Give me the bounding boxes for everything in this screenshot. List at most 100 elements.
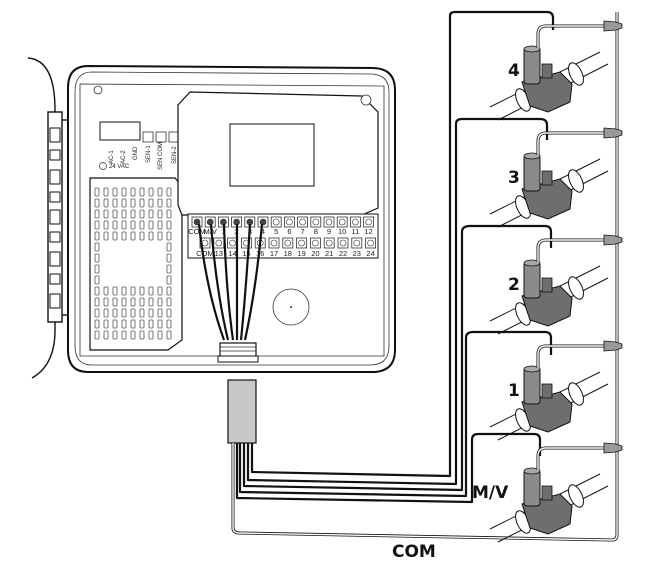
vent-slot	[121, 198, 127, 208]
vent-slot	[94, 297, 100, 307]
vent-slot	[139, 297, 145, 307]
vent-slot	[94, 330, 100, 340]
power-label: 24 VAC	[109, 164, 130, 170]
valve-label: 3	[508, 168, 520, 188]
valve-label: 1	[508, 381, 520, 401]
valves: 4 3 2 1M/V	[472, 20, 623, 543]
valve-label: 4	[508, 61, 520, 81]
vent-slot	[94, 231, 100, 241]
vent-slot	[166, 264, 172, 274]
vent-slot	[130, 319, 136, 329]
valve-3: 3	[489, 127, 623, 228]
vent-slot	[112, 198, 118, 208]
vent-slot	[166, 275, 172, 285]
terminal-label-top: 5	[274, 227, 278, 236]
terminal-label-bottom: 21	[325, 249, 333, 258]
vent-slot	[112, 209, 118, 219]
vent-slot	[157, 297, 163, 307]
vent-slot	[130, 308, 136, 318]
conduit-fitting	[217, 342, 259, 363]
terminal-label-bottom: 14	[228, 249, 236, 258]
terminal-label-bottom: 18	[284, 249, 292, 258]
vent-slot	[94, 319, 100, 329]
valve-2: 2	[489, 234, 623, 335]
com-label: COM	[392, 542, 436, 562]
vent-slot	[94, 308, 100, 318]
wire-station-4	[250, 10, 555, 478]
vent-slot	[166, 242, 172, 252]
vent-slot	[157, 319, 163, 329]
vent-slot	[139, 220, 145, 230]
vent-slot	[166, 330, 172, 340]
field-wires	[231, 10, 619, 542]
vent-slot	[103, 297, 109, 307]
vent-slot	[94, 253, 100, 263]
timer-module	[177, 91, 379, 216]
sensor-label-sencom: SEN COM	[158, 142, 164, 170]
vent-slot	[130, 231, 136, 241]
vent-slot	[139, 330, 145, 340]
terminal-label-top: 11	[352, 227, 360, 236]
valve-mv: M/V	[472, 442, 623, 543]
terminal-label-bottom: 13	[215, 249, 223, 258]
vent-slot	[112, 330, 118, 340]
vent-slot	[121, 209, 127, 219]
vent-slot	[112, 297, 118, 307]
terminal-label-bottom: 23	[353, 249, 361, 258]
solenoid	[523, 47, 541, 85]
vent-slot	[139, 319, 145, 329]
vent-slot	[166, 286, 172, 296]
vent-slot	[166, 231, 172, 241]
vent-slot	[103, 319, 109, 329]
terminal-label-bottom: 24	[366, 249, 374, 258]
vent-slot	[148, 297, 154, 307]
vent-slot	[94, 242, 100, 252]
vent-slot	[130, 187, 136, 197]
valve-1: 1	[489, 340, 623, 441]
vent-slot	[139, 187, 145, 197]
valve-label: 2	[508, 275, 520, 295]
terminal-label-top: 4	[261, 227, 265, 236]
sensor-label-ac2: AC-2	[121, 150, 127, 164]
vent-slot	[130, 297, 136, 307]
wire-nut-icon	[603, 340, 623, 352]
display-window	[229, 123, 315, 187]
vent-slot	[112, 231, 118, 241]
vent-slot	[148, 330, 154, 340]
vent-slot	[112, 187, 118, 197]
sensor-label-sen2: SEN-2	[172, 146, 178, 164]
vent-slot	[103, 286, 109, 296]
vent-slot	[130, 330, 136, 340]
vent-slot	[157, 231, 163, 241]
vent-slot	[157, 209, 163, 219]
internal-wires	[197, 223, 264, 341]
sensor-label-sen1: SEN-1	[146, 145, 152, 163]
vent-slot	[121, 187, 127, 197]
vent-slot	[148, 231, 154, 241]
vent-slot	[103, 231, 109, 241]
terminal-label-top: COM	[188, 227, 206, 236]
door-hinges	[49, 127, 61, 309]
wire-nut-icon	[603, 234, 623, 246]
terminal-label-top: M/V	[204, 227, 217, 236]
sensor-terminal-block: AC-1 AC-2 GND SEN-1 SEN COM SEN-2 24 VAC	[99, 121, 180, 170]
vent-slot	[103, 308, 109, 318]
vent-slot	[94, 198, 100, 208]
vent-slot	[94, 187, 100, 197]
vent-slot	[94, 286, 100, 296]
vent-slot	[112, 220, 118, 230]
terminal-label-top: 10	[338, 227, 346, 236]
vent-slot	[103, 209, 109, 219]
vent-slot	[112, 308, 118, 318]
vent-slot	[121, 220, 127, 230]
vent-slot	[157, 198, 163, 208]
vent-slot	[139, 308, 145, 318]
wire-nut-icon	[603, 20, 623, 32]
vent-slot	[139, 198, 145, 208]
vent-slot	[166, 297, 172, 307]
vent-slot	[103, 220, 109, 230]
valve-4: 4	[489, 20, 623, 121]
vent-slot	[112, 319, 118, 329]
